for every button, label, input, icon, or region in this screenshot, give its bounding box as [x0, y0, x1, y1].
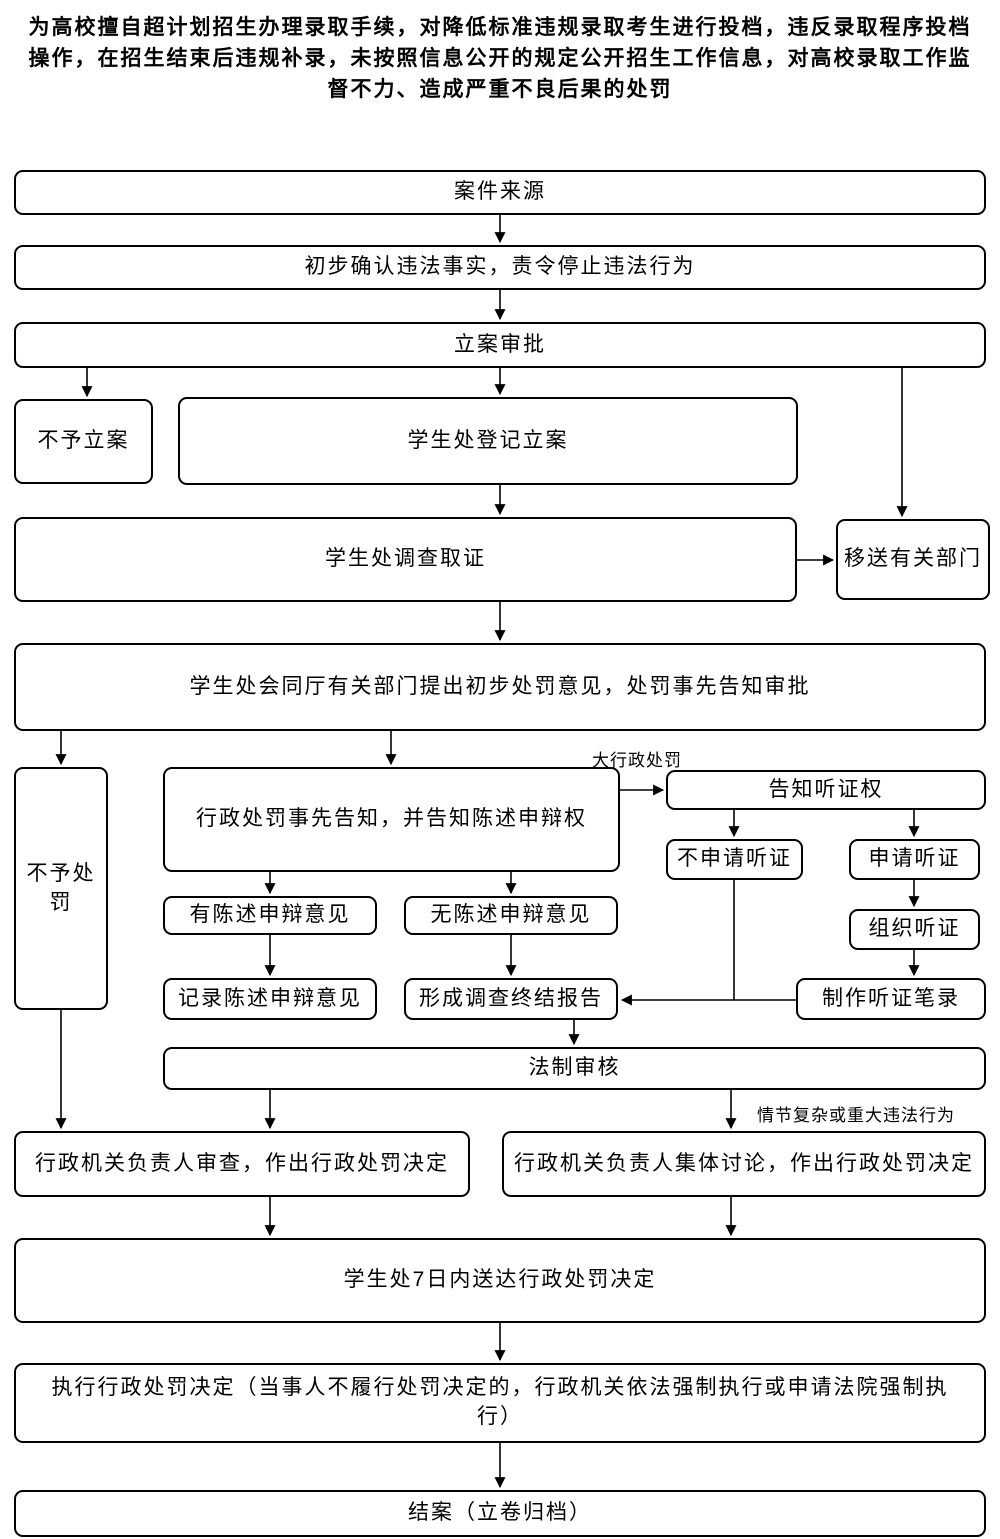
node-hearing-right: 告知听证权 — [666, 770, 986, 810]
node-has-statement: 有陈述申辩意见 — [163, 896, 377, 935]
node-hearing-request: 申请听证 — [849, 839, 980, 880]
node-register-filing: 学生处登记立案 — [178, 397, 798, 485]
node-propose-opinion: 学生处会同厅有关部门提出初步处罚意见，处罚事先告知审批 — [14, 643, 986, 731]
node-collective-decision: 行政机关负责人集体讨论，作出行政处罚决定 — [502, 1131, 986, 1197]
node-hearing-minutes: 制作听证笔录 — [796, 978, 986, 1020]
node-investigate: 学生处调查取证 — [14, 517, 797, 602]
node-execute-decision: 执行行政处罚决定（当事人不履行处罚决定的，行政机关依法强制执行或申请法院强制执行… — [14, 1363, 986, 1443]
node-record-statement: 记录陈述申辩意见 — [163, 978, 377, 1020]
node-legal-review: 法制审核 — [163, 1047, 986, 1090]
node-final-report: 形成调查终结报告 — [404, 978, 618, 1020]
node-filing-approval: 立案审批 — [14, 322, 986, 368]
node-transfer: 移送有关部门 — [836, 519, 990, 600]
node-no-punishment: 不予处罚 — [14, 767, 108, 1010]
node-case-source: 案件来源 — [14, 170, 986, 215]
node-deliver-decision: 学生处7日内送达行政处罚决定 — [14, 1238, 986, 1323]
node-prior-notice: 行政处罚事先告知，并告知陈述申辩权 — [163, 767, 620, 872]
node-no-filing: 不予立案 — [14, 399, 153, 484]
label-complex-case: 情节复杂或重大违法行为 — [757, 1106, 955, 1125]
node-no-hearing-request: 不申请听证 — [666, 839, 803, 880]
node-initial-confirm: 初步确认违法事实，责令停止违法行为 — [14, 245, 986, 290]
node-leader-decision: 行政机关负责人审查，作出行政处罚决定 — [14, 1131, 470, 1197]
node-no-statement: 无陈述申辩意见 — [404, 896, 618, 935]
label-major-punishment: 大行政处罚 — [592, 751, 682, 770]
node-close-case: 结案（立卷归档） — [14, 1490, 986, 1537]
page-title: 为高校擅自超计划招生办理录取手续，对降低标准违规录取考生进行投档，违反录取程序投… — [28, 16, 972, 101]
node-organize-hearing: 组织听证 — [849, 909, 980, 950]
